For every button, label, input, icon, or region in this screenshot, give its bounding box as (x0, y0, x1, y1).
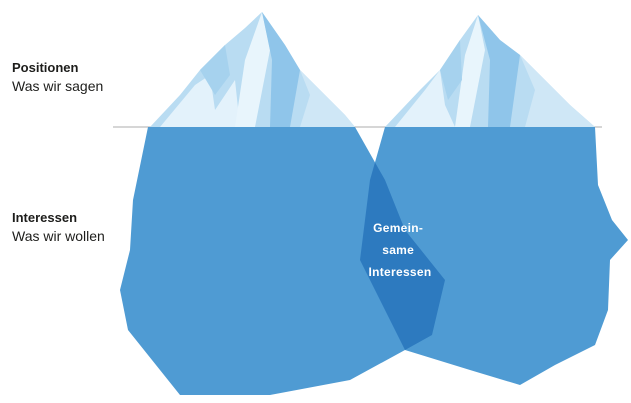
overlap-line-1: Gemein- (373, 221, 423, 235)
right-iceberg-tip (385, 15, 595, 127)
left-iceberg-tip (150, 12, 355, 127)
overlap-line-2: same (382, 243, 414, 257)
overlap-line-3: Interessen (368, 265, 431, 279)
